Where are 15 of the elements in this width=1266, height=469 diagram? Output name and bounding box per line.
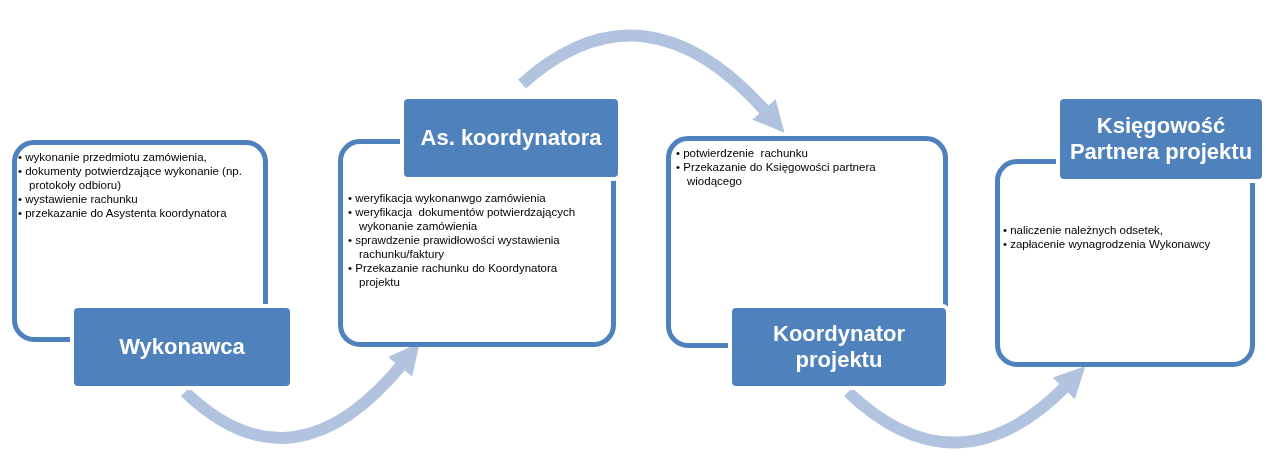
list-item: • sprawdzenie prawidłowości wystawienia rachunku/faktury xyxy=(348,233,561,261)
list-item: • zapłacenie wynagrodzenia Wykonawcy xyxy=(1003,237,1212,251)
list-item: • potwierdzenie rachunku xyxy=(676,146,809,160)
list-item: • wystawienie rachunku xyxy=(18,192,139,206)
list-item: • naliczenie należnych odsetek, xyxy=(1003,223,1164,237)
list-item: • Przekazanie do Księgowości partnera wiodącego xyxy=(676,160,877,188)
step-title: Koordynator projektu xyxy=(728,304,950,390)
curved-arrow xyxy=(518,29,786,133)
list-item: • weryfikacja wykonanwgo zamówienia xyxy=(348,191,547,205)
curved-arrow xyxy=(844,366,1087,449)
list-item: • przekazanie do Asystenta koordynatora xyxy=(18,206,228,220)
list-item: • wykonanie przedmiotu zamówienia, xyxy=(18,150,208,164)
list-item: • Przekazanie rachunku do Koordynatora projektu xyxy=(348,261,559,289)
list-item: • dokumenty potwierdzające wykonanie (np. protokoły odbioru) xyxy=(18,164,243,192)
list-item: • weryfikacja dokumentów potwierdzających wykonanie zamówienia xyxy=(348,205,577,233)
